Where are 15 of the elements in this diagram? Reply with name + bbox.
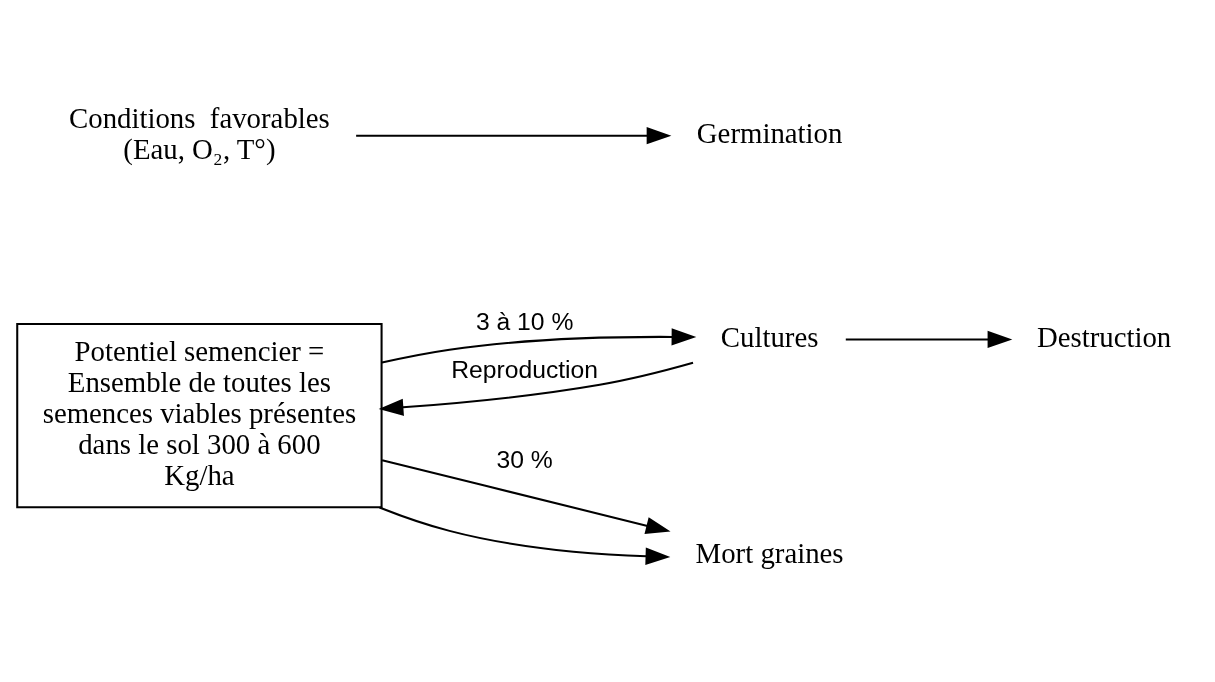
- arrow: [378, 361, 693, 416]
- edge-label: 3 à 10 %: [475, 307, 573, 335]
- node-text: Destruction: [1036, 320, 1171, 353]
- node-text: Germination: [696, 116, 842, 149]
- node-box: Potentiel semencier = Ensemble de toutes les semences viables présentes dans le sol 300 à 600 Kg/ha: [15, 322, 383, 508]
- edge-label: 30 %: [495, 445, 553, 473]
- arrow: [355, 126, 671, 144]
- arrow: [378, 505, 670, 565]
- arrow: [381, 458, 671, 534]
- arrow: [845, 330, 1012, 348]
- node-text: Mort graines: [695, 536, 844, 569]
- node-text: Cultures: [720, 320, 818, 353]
- arrow: [381, 327, 696, 364]
- node-text: Conditions favorables (Eau, O₂, T°): [68, 101, 330, 165]
- edge-label: Reproduction: [450, 355, 598, 383]
